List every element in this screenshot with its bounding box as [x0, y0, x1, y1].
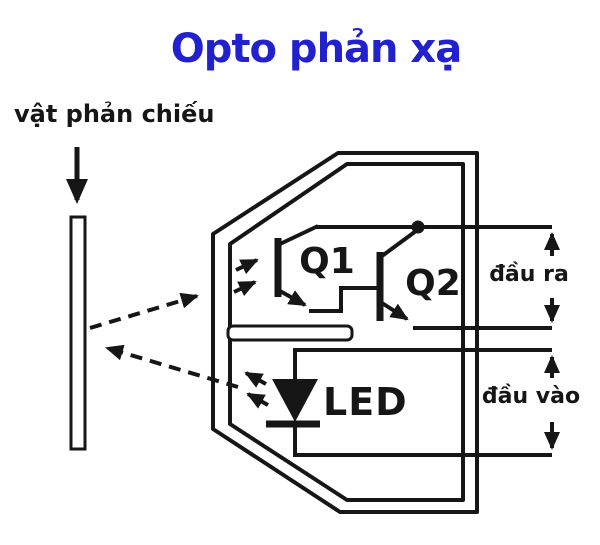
reflector-bar — [69, 215, 87, 451]
q1-label: Q1 — [299, 241, 355, 282]
reflector-label: vật phản chiếu — [14, 100, 214, 128]
emitted-ray-to-reflector — [105, 344, 239, 389]
led-label: LED — [323, 380, 408, 424]
q1-collector-line — [279, 224, 319, 246]
q1-incoming-light-arrow-1 — [235, 258, 259, 275]
package-outer-outline — [211, 151, 479, 514]
led-cathode-wire — [293, 426, 552, 457]
q2-label: Q2 — [405, 263, 461, 304]
input-label: đầu vào — [482, 384, 580, 409]
q1-emitter-to-q2-base-wire — [309, 286, 378, 313]
q1-emitter-arrow — [279, 289, 307, 307]
output-label: đầu ra — [489, 262, 569, 287]
led-anode-wire — [293, 348, 552, 380]
led-emitted-light-arrow-1 — [244, 371, 267, 388]
led-emitted-light-arrow-2 — [246, 392, 269, 409]
q2-collector-line — [380, 229, 418, 258]
q1-incoming-light-arrow-2 — [233, 280, 257, 297]
reflected-ray-to-sensor — [89, 292, 199, 330]
q2-emitter-arrow — [380, 301, 409, 321]
led-triangle — [272, 379, 318, 422]
package-divider-wall — [226, 324, 354, 342]
package-inner-outline — [228, 162, 465, 502]
diagram-title: Opto phản xạ — [171, 26, 461, 72]
